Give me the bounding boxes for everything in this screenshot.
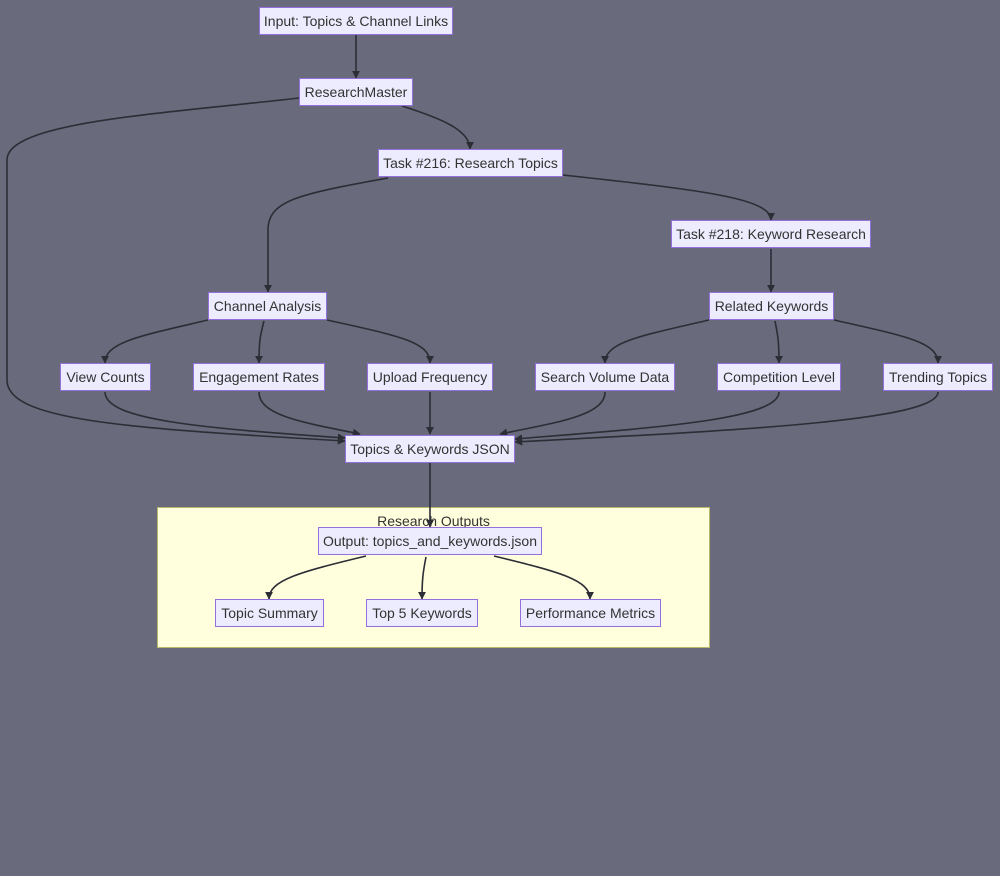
edge-channelanalysis-to-viewcounts (101, 319, 209, 364)
edge-researchmaster-to-json (6, 97, 346, 445)
node-topics-keywords-json[interactable]: Topics & Keywords JSON (345, 435, 515, 463)
edge-searchvolume-to-json (499, 391, 606, 437)
node-engagement-rates[interactable]: Engagement Rates (193, 363, 325, 391)
edge-channelanalysis-to-uploadfrequency (326, 319, 434, 364)
edge-viewcounts-to-json (104, 391, 346, 442)
edge-channelanalysis-to-engagementrates (255, 320, 265, 364)
node-task-218[interactable]: Task #218: Keyword Research (671, 220, 871, 248)
edge-relatedkeywords-to-searchvolume (601, 319, 710, 364)
edge-relatedkeywords-to-trendingtopics (833, 319, 942, 364)
edge-trendingtopics-to-json (514, 391, 939, 446)
edge-competitionlevel-to-json (514, 391, 780, 443)
edge-task216-to-task218 (562, 174, 775, 221)
edge-relatedkeywords-to-competitionlevel (774, 320, 783, 364)
edge-task216-to-channelanalysis (264, 177, 389, 293)
edge-researchmaster-to-task216 (401, 105, 474, 150)
edge-outputfile-to-top5keywords (418, 556, 427, 600)
edge-outputfile-to-performancemetrics (493, 555, 594, 600)
edge-engagementrates-to-json (258, 391, 361, 437)
node-task-216[interactable]: Task #216: Research Topics (378, 149, 563, 177)
node-output-file[interactable]: Output: topics_and_keywords.json (318, 527, 542, 555)
node-competition-level[interactable]: Competition Level (717, 363, 841, 391)
node-related-keywords[interactable]: Related Keywords (709, 292, 834, 320)
node-topic-summary[interactable]: Topic Summary (215, 599, 324, 627)
node-channel-analysis[interactable]: Channel Analysis (208, 292, 327, 320)
node-upload-frequency[interactable]: Upload Frequency (367, 363, 493, 391)
node-view-counts[interactable]: View Counts (60, 363, 151, 391)
node-performance-metrics[interactable]: Performance Metrics (520, 599, 661, 627)
node-trending-topics[interactable]: Trending Topics (883, 363, 993, 391)
node-search-volume-data[interactable]: Search Volume Data (535, 363, 675, 391)
node-input[interactable]: Input: Topics & Channel Links (259, 7, 453, 35)
node-top5-keywords[interactable]: Top 5 Keywords (366, 599, 478, 627)
edge-outputfile-to-topicsummary (265, 555, 367, 600)
node-researchmaster[interactable]: ResearchMaster (299, 78, 413, 106)
